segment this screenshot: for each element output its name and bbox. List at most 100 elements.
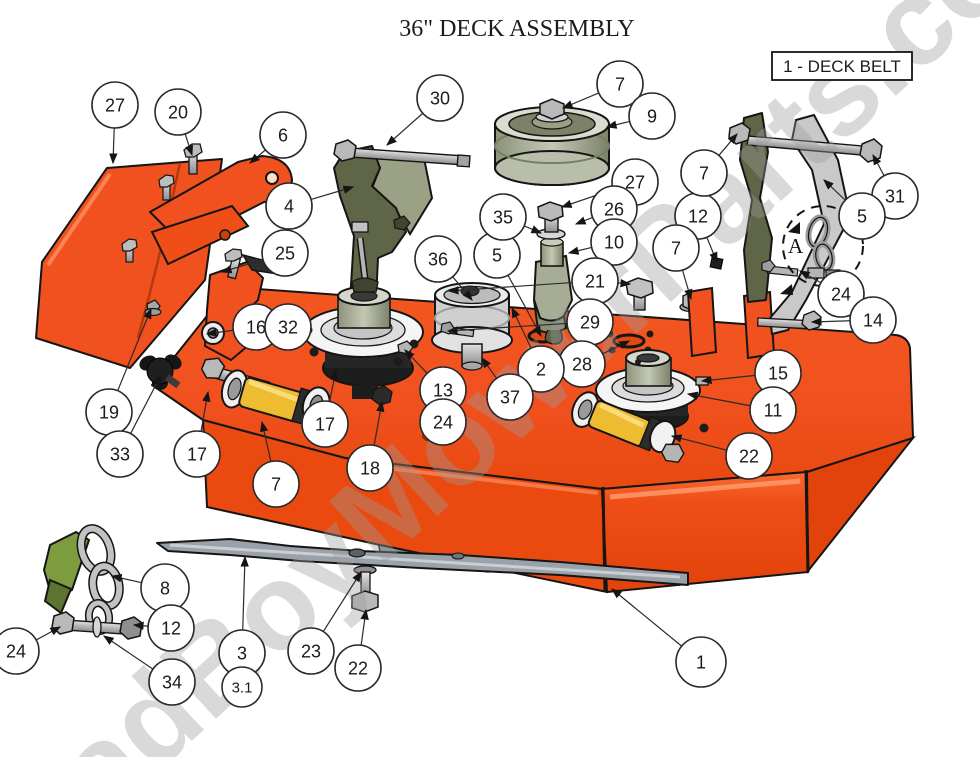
callout-balloon	[590, 218, 638, 266]
leader-line	[686, 391, 751, 407]
leader-line	[872, 153, 885, 177]
callout-label: 22	[739, 446, 759, 466]
callout-balloon	[838, 192, 886, 240]
bolt-26	[537, 201, 564, 222]
callout-balloon	[849, 296, 897, 344]
callout-balloon	[252, 460, 300, 508]
callout-label: 2	[536, 359, 546, 379]
leader-line	[523, 225, 543, 234]
leader-line	[249, 149, 266, 164]
callout-label: 32	[278, 317, 298, 337]
chain-bolt	[51, 611, 143, 640]
callout-balloon	[725, 432, 773, 480]
leader-line	[220, 259, 264, 274]
callout-label: 35	[493, 207, 513, 227]
callout-label: 12	[161, 618, 181, 638]
leader-line	[567, 246, 592, 255]
callout-balloon	[147, 604, 195, 652]
callout-label: 18	[360, 458, 380, 478]
callout-label: 4	[284, 196, 294, 216]
callout-label: 27	[105, 95, 125, 115]
callout-balloon	[419, 398, 467, 446]
skirt-slit-right	[804, 469, 810, 573]
callout-label: 17	[187, 444, 207, 464]
leader-line	[447, 281, 573, 295]
callout-balloon	[596, 60, 644, 108]
callout-balloon	[264, 303, 312, 351]
callout-balloon	[652, 224, 700, 272]
callout-balloon	[221, 666, 263, 708]
callout-label: 7	[271, 474, 281, 494]
callout-balloon	[261, 229, 309, 277]
leader-line	[184, 133, 194, 157]
chute-mount-bracket	[149, 155, 293, 266]
leader-line	[200, 390, 211, 432]
leader-line	[260, 420, 272, 462]
callout-label: 36	[428, 249, 448, 269]
leader-line	[360, 608, 369, 646]
callout-label: 23	[301, 641, 321, 661]
leader-line	[452, 276, 473, 301]
callout-balloon	[334, 644, 382, 692]
callout-balloon	[173, 430, 221, 478]
nut-18	[371, 385, 393, 406]
callout-label: 5	[492, 245, 502, 265]
callout-balloon	[148, 658, 196, 706]
skirt-highlight	[609, 478, 801, 500]
leader-line	[103, 635, 154, 670]
bolt-14	[756, 317, 807, 330]
leader-line	[706, 237, 718, 264]
leader-line	[109, 127, 118, 165]
callout-balloon	[817, 270, 865, 318]
callout-label: 16	[246, 317, 266, 337]
callout-label: 6	[278, 125, 288, 145]
nut-22	[660, 443, 685, 464]
leader-line	[561, 92, 600, 109]
chain-link-detail	[780, 214, 841, 295]
leader-line	[240, 555, 249, 631]
callout-label: 17	[315, 414, 335, 434]
leader-line	[511, 306, 532, 349]
right-hanger-assembly: A	[686, 112, 883, 360]
callout-balloon	[96, 430, 144, 478]
chain-assembly	[42, 524, 143, 640]
leader-line	[132, 621, 149, 630]
leader-line	[386, 112, 424, 146]
leader-line	[446, 322, 568, 335]
left-spindle-assembly	[200, 277, 424, 426]
callout-label: 13	[433, 380, 453, 400]
leader-line	[810, 317, 851, 326]
callout-balloon	[680, 149, 728, 197]
callout-label: 3	[237, 643, 247, 663]
callout-label: 29	[580, 312, 600, 332]
legend-box: 1 - DECK BELT	[771, 51, 913, 81]
leader-line	[35, 626, 62, 641]
callout-label: 15	[768, 363, 788, 383]
callout-label: 24	[831, 284, 851, 304]
callout-label: 26	[604, 199, 624, 219]
leader-line	[681, 269, 693, 301]
callout-label: 7	[671, 238, 681, 258]
callout-label: 14	[863, 310, 883, 330]
callout-label: 11	[764, 400, 783, 420]
callout-balloon	[0, 627, 40, 675]
bolt-30	[333, 139, 471, 168]
callout-label: 25	[275, 243, 295, 263]
deck-pulley	[494, 98, 610, 186]
legend-label: 1 - DECK BELT	[783, 57, 901, 76]
callout-balloon	[628, 92, 676, 140]
callout-label: 9	[647, 106, 657, 126]
leader-line	[205, 328, 234, 337]
callout-label: 34	[162, 672, 182, 692]
leader-line	[373, 400, 385, 446]
callout-label: 24	[6, 641, 26, 661]
callout-label: 7	[699, 163, 709, 183]
detail-a-label: A	[788, 234, 804, 258]
callout-balloon	[416, 74, 464, 122]
detail-circle-a	[782, 205, 864, 287]
leader-line	[617, 278, 632, 288]
callout-label: 33	[110, 444, 130, 464]
callout-label: 5	[857, 206, 867, 226]
bolt-21	[625, 277, 654, 299]
